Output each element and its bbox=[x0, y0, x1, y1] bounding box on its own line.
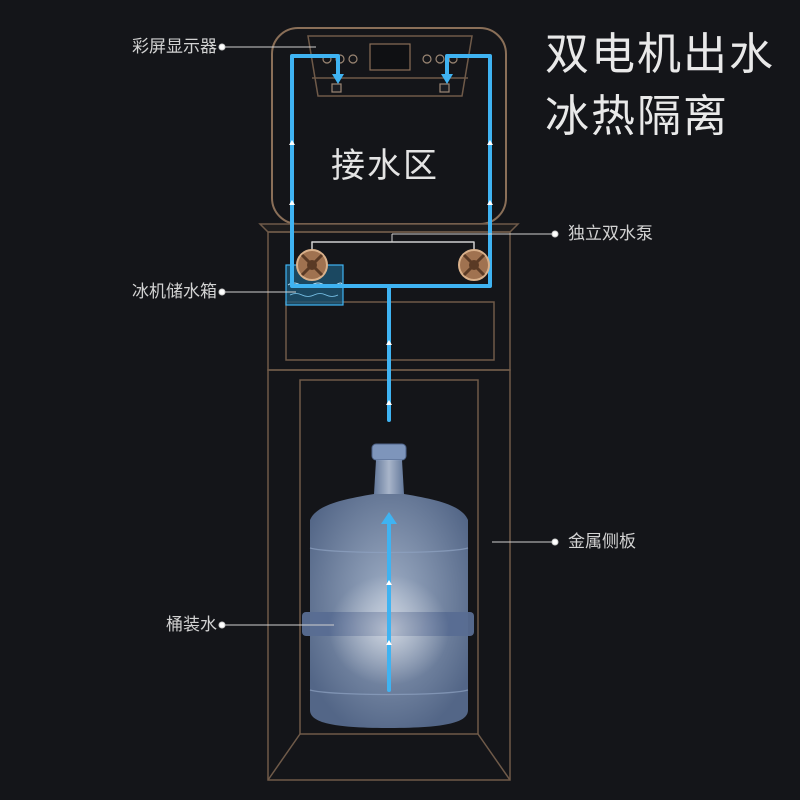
faucet-nozzles bbox=[331, 83, 450, 93]
callout-leaders bbox=[218, 43, 559, 629]
flow-arrows bbox=[332, 74, 453, 524]
pump-right bbox=[458, 249, 490, 281]
callout-bottled-water: 桶装水 bbox=[166, 615, 217, 635]
callout-pumps: 独立双水泵 bbox=[568, 224, 653, 244]
dispensing-zone-label: 接水区 bbox=[331, 146, 439, 186]
headline-line-1: 双电机出水 bbox=[545, 29, 775, 80]
headline-line-2: 冰热隔离 bbox=[545, 91, 729, 142]
callout-display: 彩屏显示器 bbox=[132, 37, 217, 57]
color-screen bbox=[369, 43, 411, 71]
flow-direction-marks bbox=[289, 140, 493, 645]
water-flow-paths bbox=[290, 54, 492, 692]
counter-ledge bbox=[258, 223, 520, 233]
pump-left bbox=[296, 249, 328, 281]
callout-side-panel: 金属侧板 bbox=[568, 532, 636, 552]
callout-ice-tank: 冰机储水箱 bbox=[132, 282, 217, 302]
